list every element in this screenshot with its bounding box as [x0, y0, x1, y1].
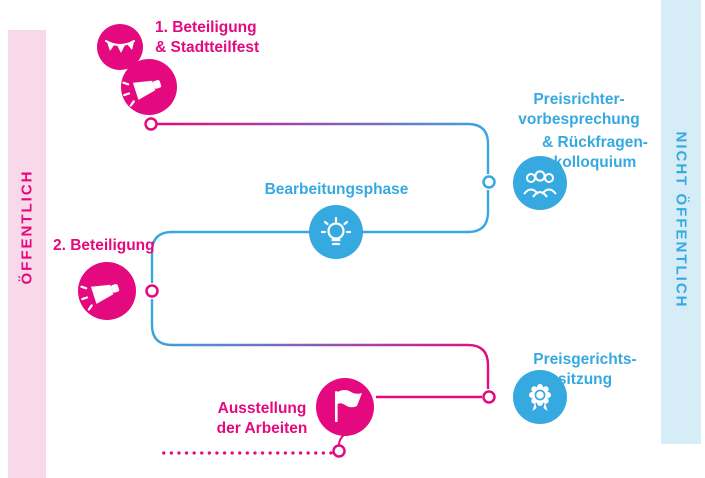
label-bearbeitungsphase: Bearbeitungsphase [254, 180, 419, 200]
label-preisrichter-vorbesprechung: Preisrichter- vorbesprechung [500, 90, 658, 130]
label-line: & Stadtteilfest [155, 39, 260, 56]
label-line: Preisrichter- [533, 91, 625, 108]
non-public-band [661, 0, 701, 444]
label-beteiligung-1: 1. Beteiligung & Stadtteilfest [155, 18, 259, 58]
connector-node [145, 284, 159, 298]
label-line: Preisgerichts- [533, 351, 637, 368]
public-band [8, 30, 46, 478]
flow-segment-1 [157, 122, 490, 174]
node-bearbeitungsphase-circle [309, 205, 363, 259]
label-beteiligung-2: 2. Beteiligung [53, 236, 155, 256]
label-line: kolloquium [553, 154, 637, 171]
label-line: Bearbeitungsphase [264, 181, 409, 198]
label-line: der Arbeiten [216, 420, 308, 437]
label-line: 2. Beteiligung [53, 237, 155, 254]
label-line: Ausstellung [217, 400, 307, 417]
label-line: sitzung [557, 371, 613, 388]
label-line: & Rückfragen- [542, 134, 648, 151]
node-preisrichter-circle [513, 156, 567, 210]
node-ausstellung-circle [316, 378, 374, 436]
flow-segment-5 [338, 434, 345, 446]
flow-segment-3 [150, 299, 490, 389]
label-ausstellung: Ausstellung der Arbeiten [187, 399, 337, 439]
connector-node [482, 175, 496, 189]
label-line: 1. Beteiligung [155, 19, 257, 36]
connector-node [332, 444, 346, 458]
label-line: vorbesprechung [518, 111, 640, 128]
connector-node [144, 117, 158, 131]
label-rueckfragenkolloquium: & Rückfragen- kolloquium [516, 133, 674, 173]
connector-node [482, 390, 496, 404]
label-preisgerichtssitzung: Preisgerichts- sitzung [505, 350, 665, 390]
